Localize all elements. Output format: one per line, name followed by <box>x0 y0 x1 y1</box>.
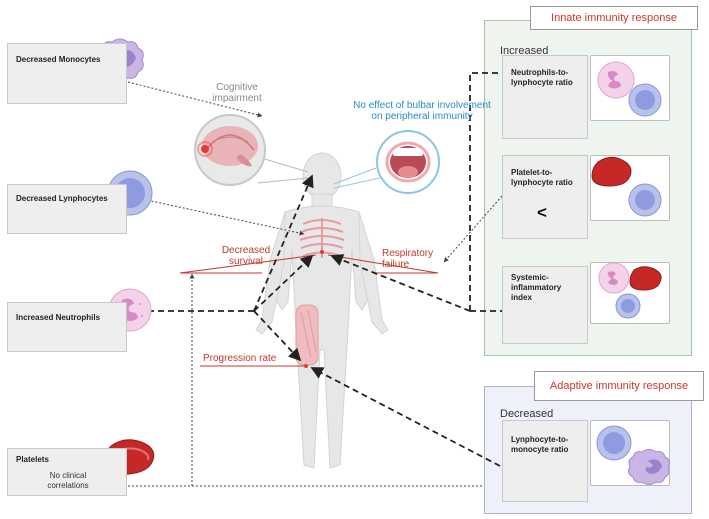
lymphocyte-icon <box>596 425 632 461</box>
decreased-monocytes-card: Decreased Monocytes <box>7 43 127 104</box>
neutrophil-icon <box>598 262 630 294</box>
human-body-silhouette <box>255 152 389 469</box>
lymphocyte-icon <box>628 183 662 217</box>
lymphocyte-icon <box>615 293 641 319</box>
plr-card: Platelet-to-lynphocyte ratio <box>502 155 588 239</box>
lmr-card: Lynphocyte-to-monocyte ratio <box>502 420 588 502</box>
innate-increased-label: Increased <box>500 45 549 57</box>
platelets-note: No clinical correlations <box>47 471 89 490</box>
adaptive-immunity-title: Adaptive immunity response <box>534 371 704 401</box>
card-title: Decreased Monocytes <box>16 55 101 64</box>
decreased-survival-label: Decreased survival <box>221 245 271 267</box>
card-title: Platelet-to-lynphocyte ratio <box>511 168 573 187</box>
card-title: Neutrophils-to-lynphocyte ratio <box>511 68 573 87</box>
card-title: Platelets <box>16 455 49 464</box>
card-title: Decreased Lynphocytes <box>16 194 108 203</box>
platelets-card: Platelets No clinical correlations <box>7 448 127 496</box>
nlr-card: Neutrophils-to-lynphocyte ratio <box>502 55 588 139</box>
increased-neutrophils-card: Increased Neutrophils <box>7 302 127 352</box>
brain-magnifier-icon <box>194 114 309 186</box>
plr-comparator: < <box>537 203 547 222</box>
innate-immunity-title: Innate immunity response <box>530 6 698 30</box>
monocyte-icon <box>628 449 670 485</box>
cognitive-impairment-label: Cognitive impairment <box>212 82 262 104</box>
neutrophil-icon <box>597 61 635 99</box>
mouth-magnifier-icon <box>333 130 440 194</box>
card-title: Systemic-inflammatory index <box>511 273 562 302</box>
platelet-icon <box>591 156 632 187</box>
progression-rate-label: Progression rate <box>203 353 277 364</box>
bulbar-involvement-label: No effect of bulbar involvement on perip… <box>353 100 491 122</box>
sii-card: Systemic-inflammatory index <box>502 266 588 344</box>
card-title: Increased Neutrophils <box>16 313 101 322</box>
respiratory-failure-label: Respiratory failure <box>382 248 434 270</box>
adaptive-decreased-label: Decreased <box>500 408 554 420</box>
platelet-icon <box>629 266 662 291</box>
leg-muscle-icon <box>295 304 319 366</box>
decreased-lymphocytes-card: Decreased Lynphocytes <box>7 184 127 234</box>
lymphocyte-icon <box>628 83 662 117</box>
card-title: Lynphocyte-to-monocyte ratio <box>511 435 569 454</box>
